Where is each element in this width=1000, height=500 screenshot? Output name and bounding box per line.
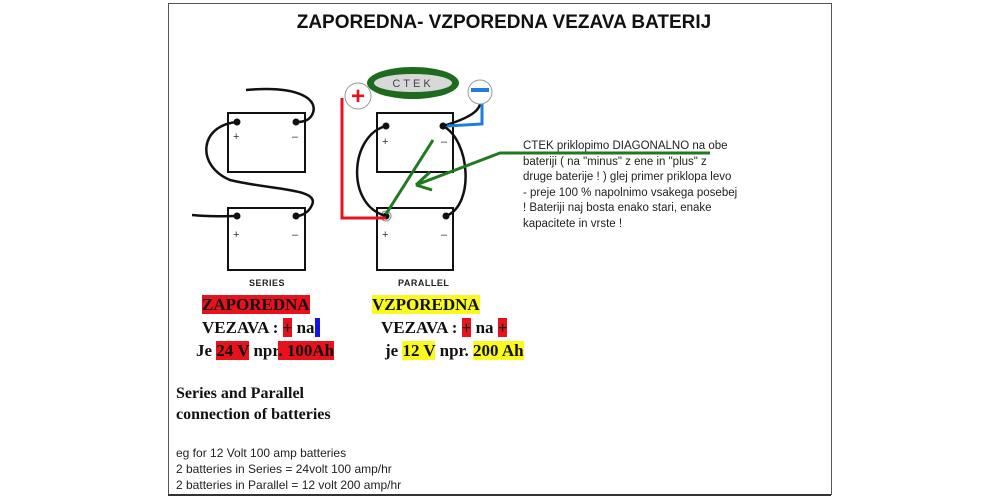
english-heading-1: Series and Parallel bbox=[176, 385, 304, 402]
negative-lead bbox=[446, 100, 484, 128]
svg-text:–: – bbox=[441, 229, 448, 241]
ctek-label: CTEK bbox=[392, 78, 433, 90]
page-title: ZAPOREDNA- VZPOREDNA VEZAVA BATERIJ bbox=[296, 12, 712, 33]
svg-text:+: + bbox=[351, 83, 365, 110]
english-line-3: 2 batteries in Parallel = 12 volt 200 am… bbox=[176, 478, 402, 492]
series-battery-top bbox=[227, 112, 306, 173]
svg-text:+: + bbox=[382, 136, 388, 148]
parallel-spec-line: je 12 V npr. 200 Ah bbox=[385, 341, 524, 360]
parallel-label: PARALLEL bbox=[398, 278, 450, 288]
parallel-battery-bottom bbox=[376, 207, 454, 271]
series-spec-line: Je 24 V npr. 100Ah bbox=[196, 341, 335, 360]
english-line-2: 2 batteries in Series = 24volt 100 amp/h… bbox=[176, 462, 392, 476]
note-pointer-arrow bbox=[415, 151, 710, 187]
positive-lead bbox=[340, 98, 386, 220]
minus-terminal-icon bbox=[467, 79, 493, 105]
english-line-1: eg for 12 Volt 100 amp batteries bbox=[176, 446, 347, 460]
svg-text:+: + bbox=[233, 229, 239, 241]
parallel-polarity-marks: + – + – bbox=[382, 136, 448, 241]
series-battery-bottom bbox=[227, 207, 306, 271]
svg-text:–: – bbox=[441, 136, 448, 148]
diagonal-charge-line bbox=[384, 139, 435, 215]
page-frame bbox=[168, 3, 832, 495]
parallel-heading: VZPOREDNA bbox=[372, 295, 480, 314]
bottom-divider bbox=[168, 494, 831, 496]
series-label: SERIES bbox=[249, 278, 286, 288]
series-vezava-line: VEZAVA : + na- bbox=[202, 318, 321, 337]
ctek-note: CTEK priklopimo DIAGONALNO na obe bateri… bbox=[523, 140, 738, 230]
series-heading: ZAPOREDNA bbox=[202, 295, 310, 314]
parallel-battery-top bbox=[376, 112, 454, 173]
series-terminals bbox=[233, 118, 300, 220]
parallel-vezava-line: VEZAVA : + na + bbox=[381, 318, 508, 337]
svg-text:–: – bbox=[292, 131, 299, 143]
svg-text:–: – bbox=[292, 229, 299, 241]
svg-text:+: + bbox=[233, 131, 239, 143]
plus-terminal-icon: + bbox=[344, 82, 372, 110]
series-cables bbox=[191, 87, 315, 218]
english-heading-2: connection of batteries bbox=[176, 406, 331, 423]
series-polarity-marks: + – + – bbox=[233, 131, 299, 241]
ctek-charger-icon: CTEK bbox=[367, 67, 459, 99]
parallel-cables bbox=[355, 99, 482, 218]
svg-text:+: + bbox=[382, 229, 388, 241]
